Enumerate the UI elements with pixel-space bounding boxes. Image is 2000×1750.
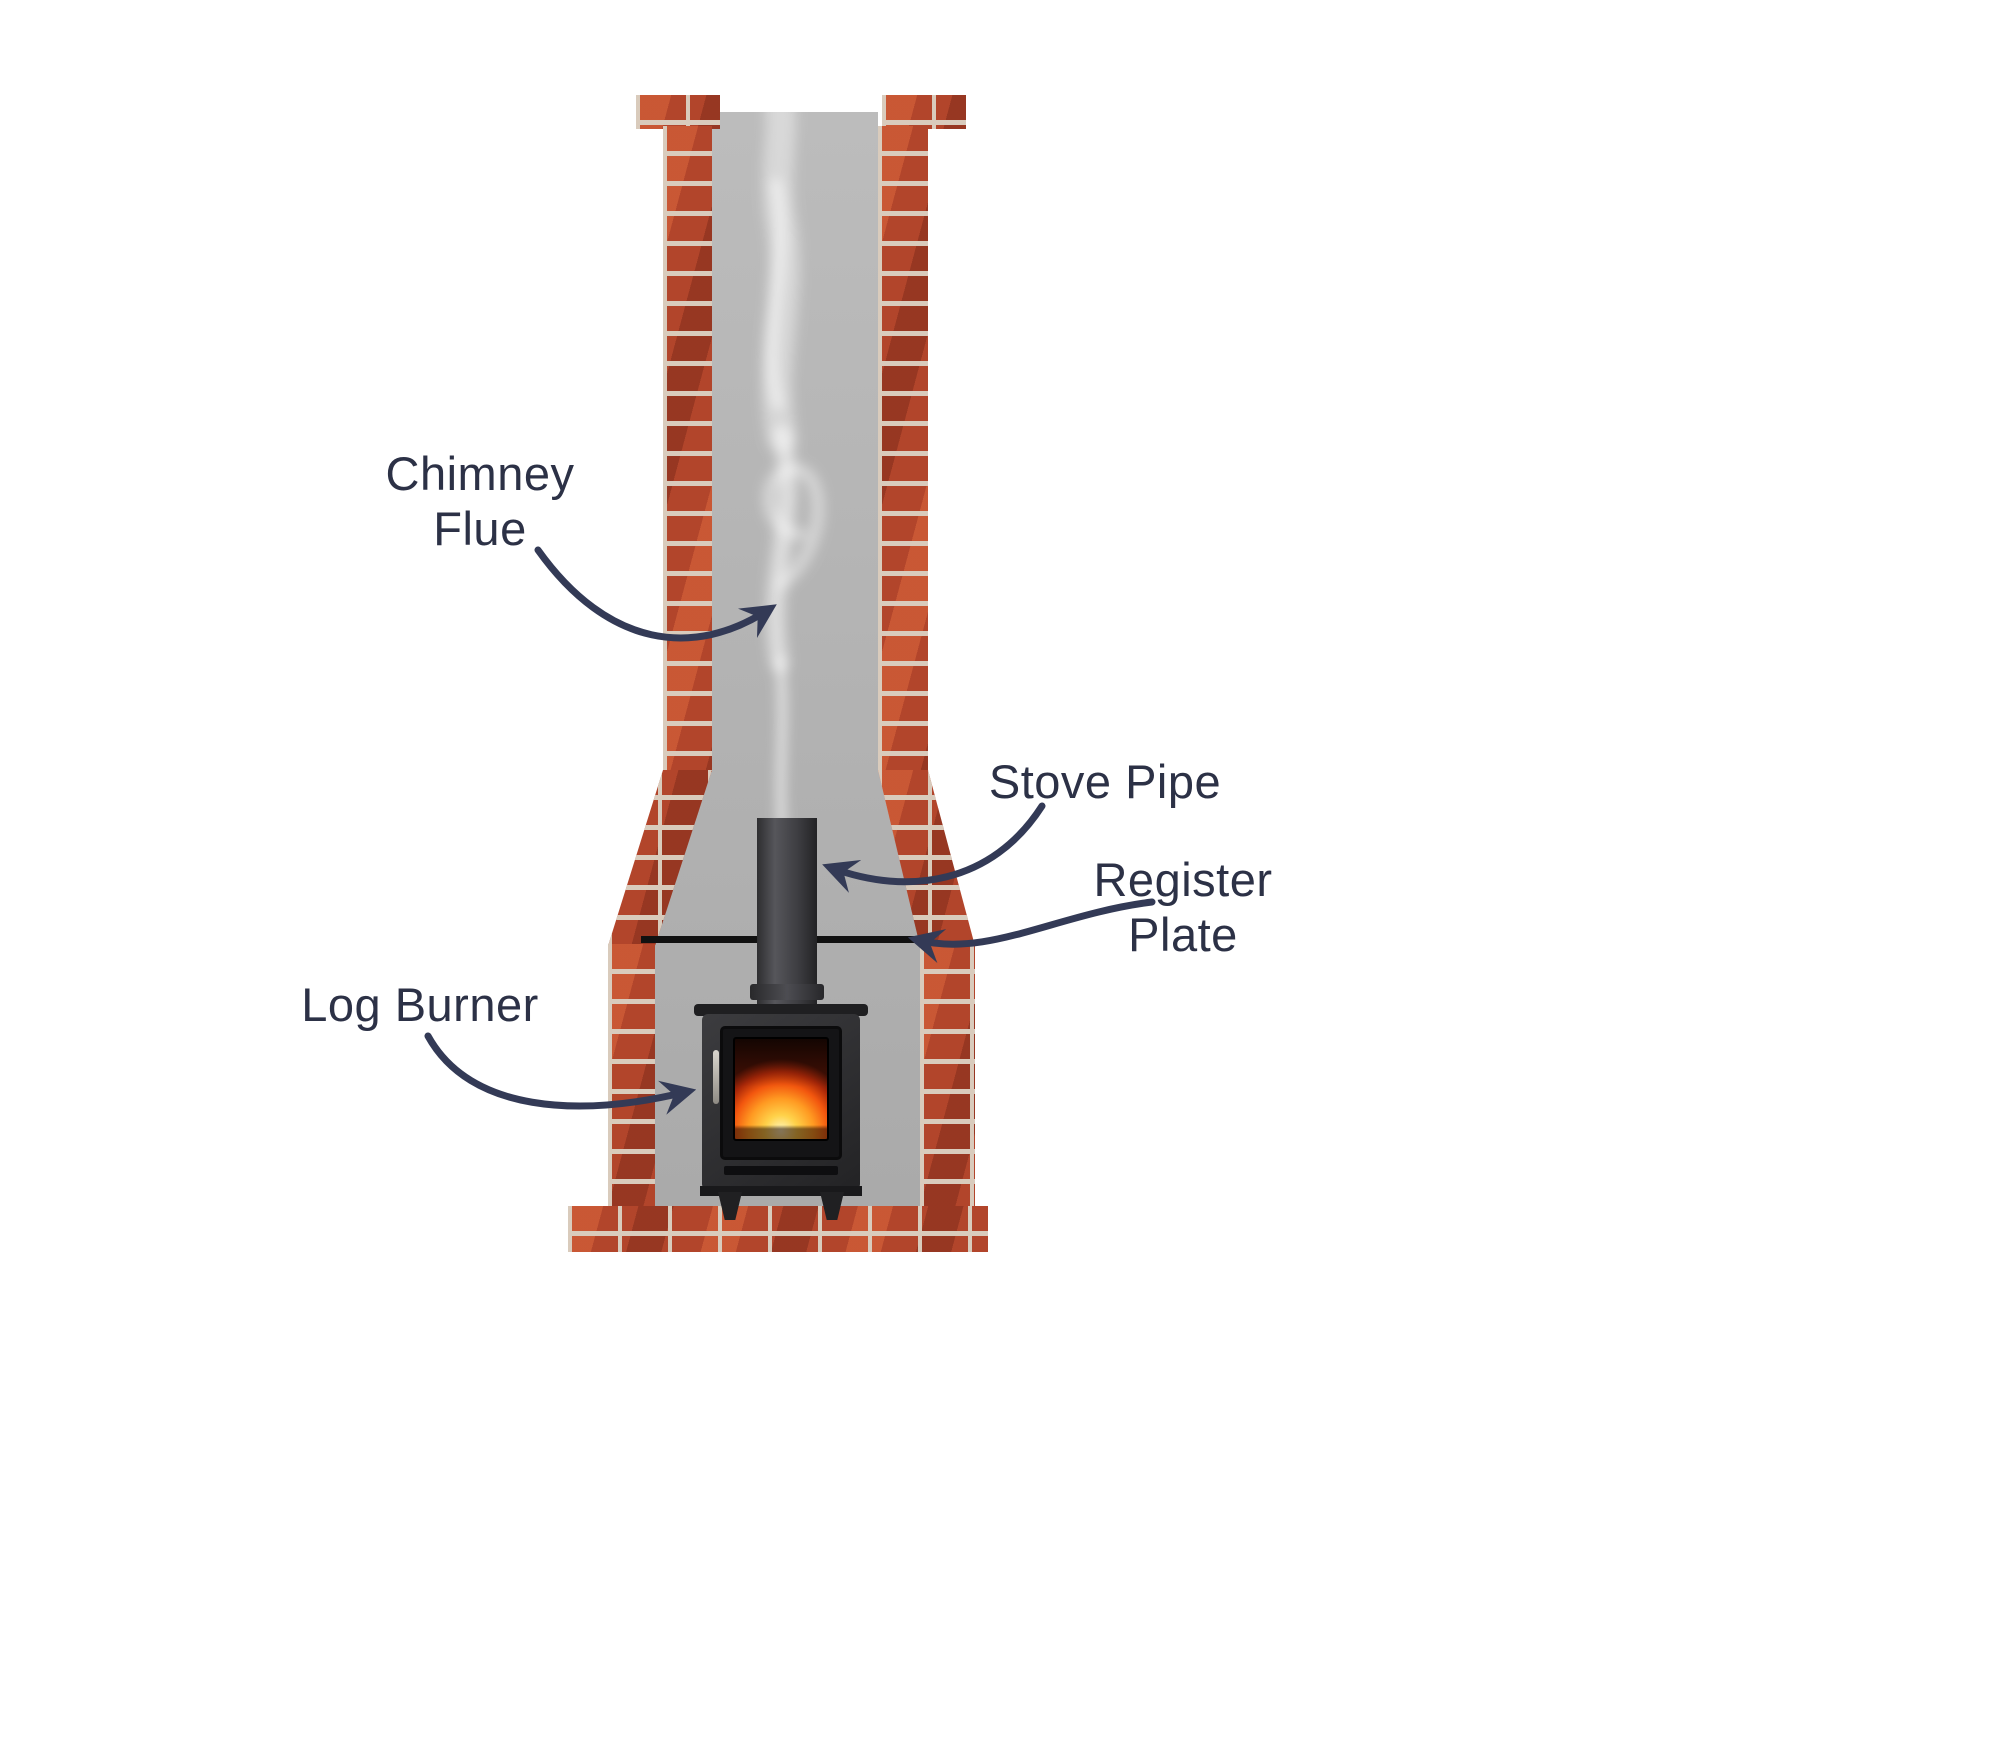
stove-pipe-graphic <box>757 818 817 1016</box>
hearth-base <box>568 1206 988 1252</box>
label-log-burner-line1: Log Burner <box>301 978 539 1031</box>
stove-top-plate <box>694 1004 868 1016</box>
label-chimney-flue-line2: Flue <box>433 501 527 555</box>
stove-fire-window <box>733 1037 829 1141</box>
chimney-wall-upper-left <box>663 126 712 772</box>
label-register-plate: Register Plate <box>1053 853 1313 963</box>
label-chimney-flue: Chimney Flue <box>340 447 620 557</box>
label-log-burner: Log Burner <box>290 978 550 1033</box>
label-stove-pipe: Stove Pipe <box>975 755 1235 810</box>
chimney-cap-right <box>882 95 966 129</box>
chimney-wall-lower-left <box>608 944 655 1208</box>
label-register-plate-line1: Register <box>1093 853 1273 906</box>
stove-door-handle <box>713 1050 719 1104</box>
chimney-wall-lower-right <box>920 944 975 1208</box>
chimney-cap-left <box>636 95 720 129</box>
label-stove-pipe-line1: Stove Pipe <box>988 755 1222 808</box>
smoke-illustration <box>762 93 824 830</box>
label-register-plate-line2: Plate <box>1128 907 1238 961</box>
chimney-wall-upper-right <box>878 126 928 772</box>
stove-pipe-collar <box>750 984 824 1000</box>
stove-vent-bar <box>724 1166 838 1175</box>
label-chimney-flue-line1: Chimney <box>385 447 575 500</box>
stove-base-plate <box>700 1186 862 1196</box>
